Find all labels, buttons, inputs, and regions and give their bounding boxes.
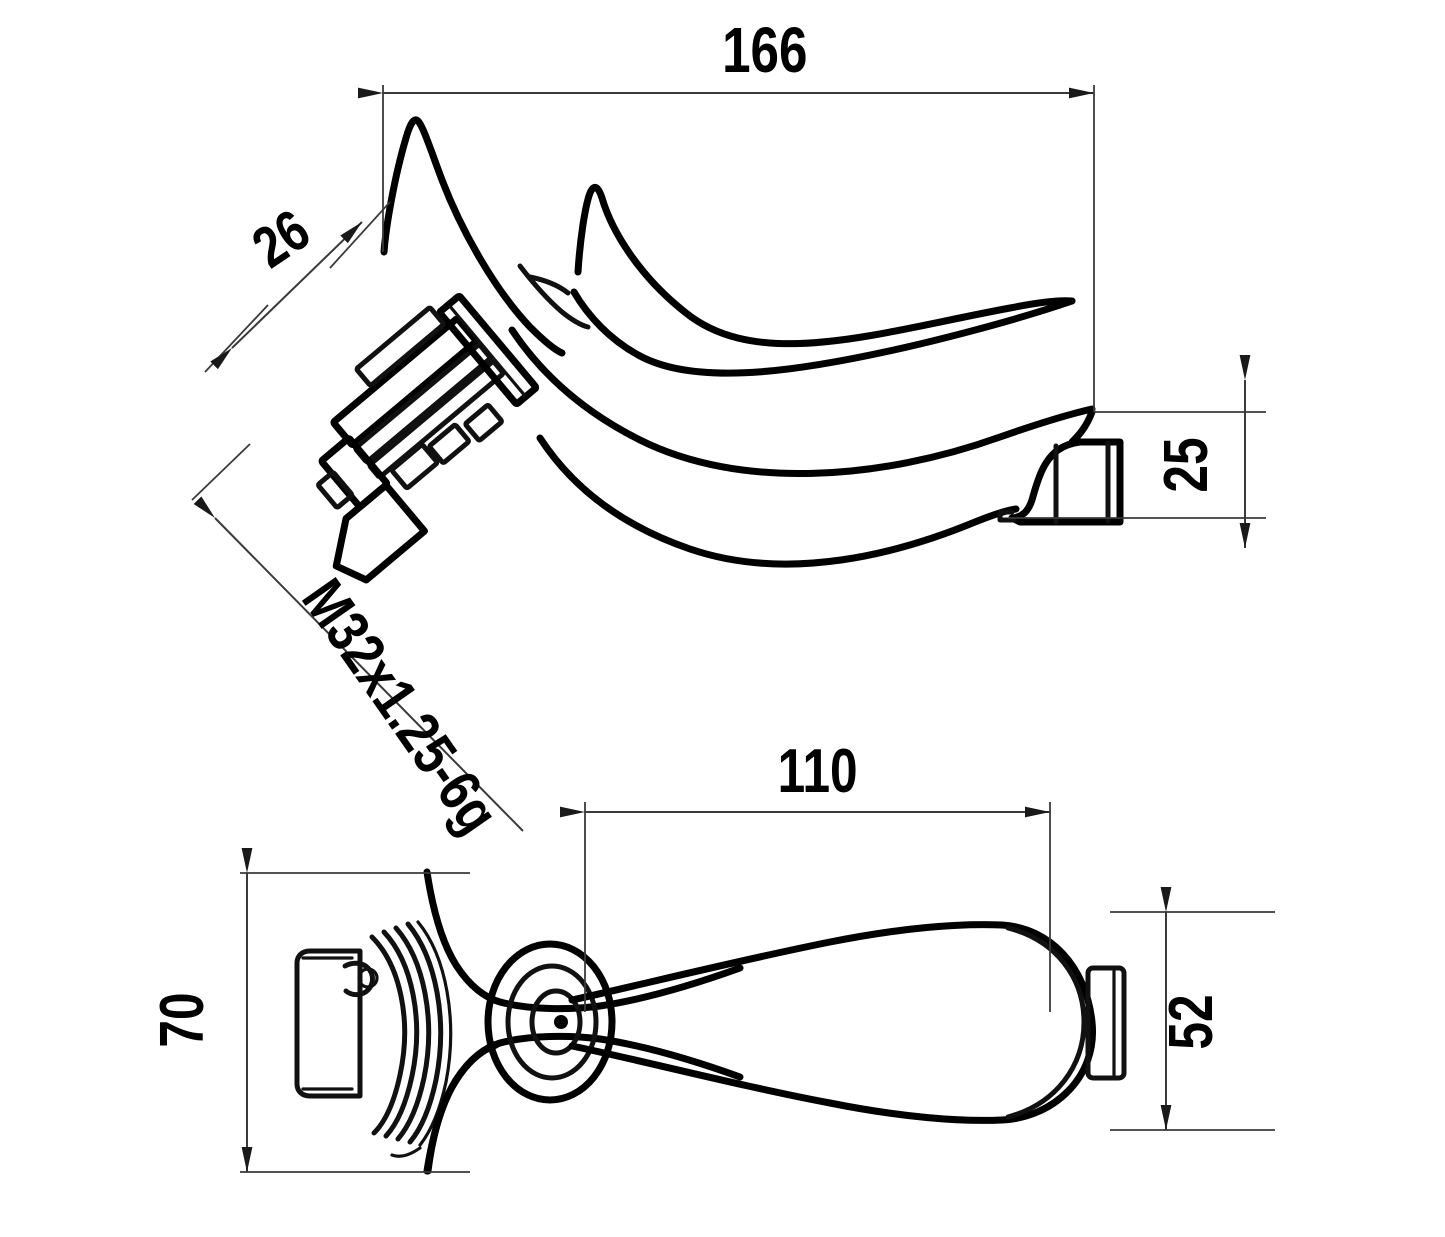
lever-root-connector [527, 274, 571, 296]
thread-ring-2 [381, 929, 420, 1139]
spout-upper-profile [380, 116, 566, 357]
dim-166: 166 [358, 16, 1095, 412]
pivot-mid-circle [505, 963, 599, 1081]
spout-upper-crease [517, 263, 591, 330]
cartridge-step [316, 470, 355, 510]
thread-ring-1 [369, 934, 408, 1136]
thread-spec-label: M32x1.25-6g [289, 567, 512, 846]
valve-block-pin [357, 967, 379, 989]
base-flare-left-cap [390, 1146, 422, 1158]
thread-dim-ext [191, 443, 251, 501]
thread-rings [369, 920, 453, 1147]
valve-block-body [294, 948, 363, 1099]
lever-taper-lower [568, 1042, 1006, 1124]
thread-dim-line [193, 496, 524, 832]
lever-taper-upper [568, 921, 1006, 1004]
thread-ring-5 [416, 920, 453, 1147]
cartridge-nib-a [389, 442, 440, 491]
dim-26-ext-a [204, 304, 269, 373]
lever-handle-lower-profile [570, 288, 1076, 377]
dim-52: 52 [1110, 887, 1275, 1131]
dim-52-label: 52 [1156, 994, 1226, 1049]
lever-bulb-end [998, 921, 1096, 1124]
thread-ring-4 [405, 921, 444, 1145]
cartridge-nib-b [427, 422, 471, 465]
side-elevation-view [316, 116, 1124, 584]
outlet-tab-body [1085, 965, 1127, 1081]
cartridge-tapered-tail [332, 481, 428, 584]
lever-bulb-inner [1005, 925, 1087, 1120]
dim-110: 110 [560, 736, 1051, 1012]
aerator-outlet [997, 408, 1124, 526]
mounting-flange-plate [436, 292, 540, 407]
outlet-tab [1085, 965, 1127, 1081]
plan-view [294, 868, 1127, 1175]
aerator-foot [997, 509, 1017, 523]
pivot-inner-circle [529, 988, 583, 1056]
cartridge-key [354, 305, 446, 388]
threaded-cartridge-body [316, 292, 540, 584]
spout-body-lower-edge [536, 434, 1020, 568]
cartridge-nib-c [463, 402, 504, 443]
dim-26-label: 26 [241, 198, 321, 281]
spout-body-upper-edge [508, 326, 1096, 478]
valve-block [294, 948, 379, 1099]
dim-25-label: 25 [1151, 437, 1221, 492]
dim-110-label: 110 [778, 736, 858, 806]
aerator-body [1008, 438, 1124, 526]
dim-26-line [210, 221, 363, 370]
base-flare-outline [423, 868, 744, 1013]
dim-70: 70 [147, 848, 470, 1173]
thread-barrel [330, 315, 480, 449]
flange-inner-line [448, 304, 526, 397]
aerator-neck [1068, 408, 1096, 446]
dim-166-label: 166 [722, 16, 807, 87]
dim-25: 25 [1008, 355, 1266, 548]
lever-handle-upper-profile [574, 183, 1076, 348]
thread-ring-3 [393, 925, 432, 1142]
base-flare-outline-lower [423, 1032, 744, 1175]
dim-26: 26 [204, 198, 391, 373]
pivot-center-dot [554, 1015, 568, 1029]
valve-block-lug [342, 960, 375, 998]
pivot-boss-circles [484, 940, 616, 1104]
dim-70-label: 70 [147, 992, 217, 1047]
pivot-outer-circle [484, 940, 616, 1104]
dim-26-ext-b [329, 201, 391, 269]
